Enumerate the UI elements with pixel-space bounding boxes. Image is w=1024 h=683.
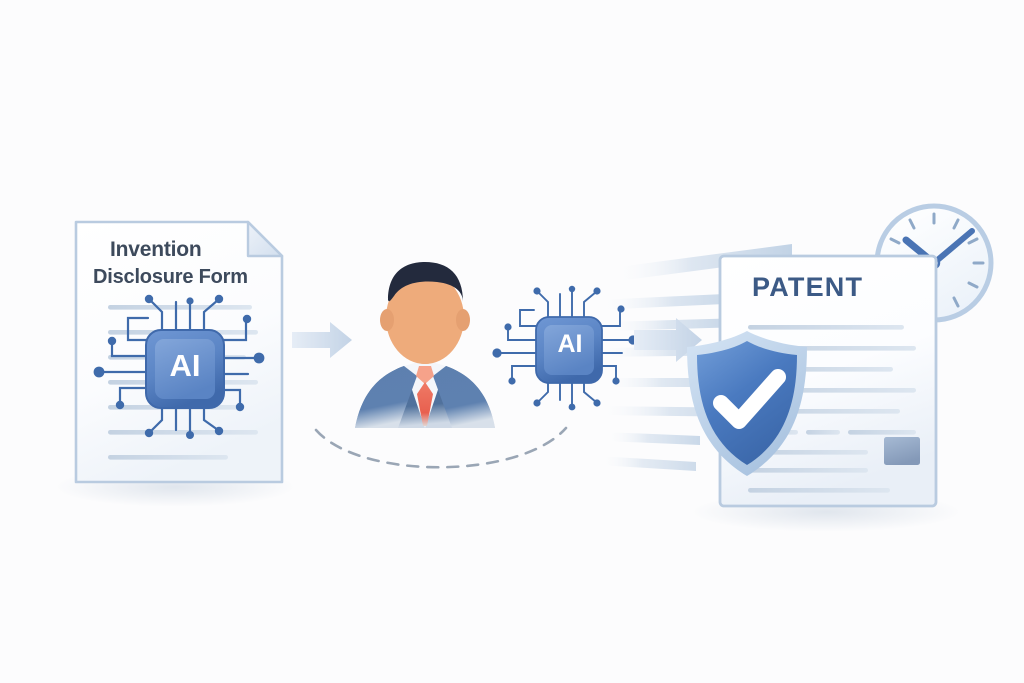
person-head [386, 272, 464, 364]
person-ear-left [380, 309, 394, 331]
person-ear-right [456, 309, 470, 331]
invention-disclosure-form [55, 220, 295, 507]
person-hair [388, 262, 463, 302]
person-lapel-right [433, 366, 495, 428]
form-title-line-2: Disclosure Form [93, 266, 248, 288]
feedback-arc [314, 426, 568, 469]
person-avatar-icon [355, 262, 495, 428]
person-lapel-left [355, 366, 417, 428]
ai-chip-icon-center [492, 285, 638, 411]
form-folded-corner [246, 220, 284, 258]
ai-chip-center-label: AI [557, 330, 583, 358]
chip2-inner-panel [544, 325, 594, 375]
form-title-line-1: Invention [110, 238, 202, 261]
chip-to-patent-arrow [634, 318, 702, 362]
chip2-circuit-nodes [492, 285, 638, 411]
form-to-person-arrow [292, 322, 352, 358]
person-tie [417, 382, 433, 426]
shield-check-icon [687, 331, 807, 476]
shield-checkmark [713, 369, 786, 429]
ai-chip-label: AI [169, 348, 201, 383]
clock-minute-hand [931, 228, 975, 266]
patent-document [691, 254, 961, 532]
ai-chip-icon [93, 294, 265, 439]
chip-circuit-nodes [93, 294, 265, 439]
chip-inner-panel [155, 339, 215, 399]
patent-seal-box [884, 437, 920, 465]
patent-title: PATENT [752, 272, 864, 302]
person-collar-knot [416, 366, 434, 384]
